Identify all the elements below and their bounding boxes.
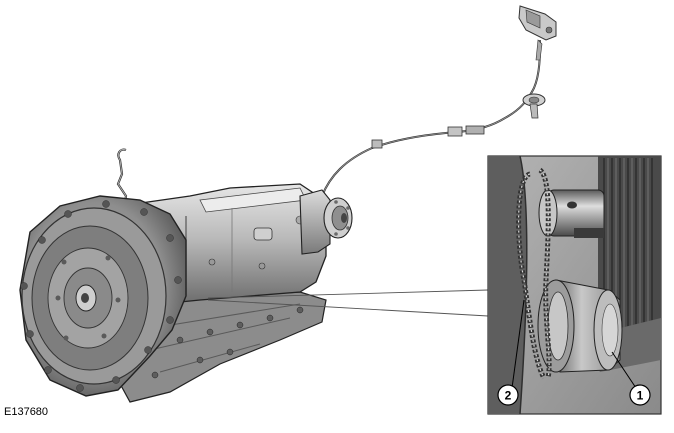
input-shaft	[538, 189, 605, 238]
dipstick-tube	[116, 148, 128, 211]
figure-id-label: E137680	[4, 406, 49, 418]
detail-inset: 1 2	[487, 155, 662, 415]
extension-housing	[299, 189, 331, 255]
detail-leader-lines	[207, 289, 489, 317]
cable-clip	[447, 126, 463, 137]
selector-cable	[321, 5, 557, 197]
callout-2: 2	[497, 384, 519, 406]
pump-drive-chain	[516, 167, 552, 380]
transmission-assembly	[19, 183, 353, 403]
bell-housing-bolts	[20, 200, 182, 392]
cable-clip	[371, 139, 383, 149]
selector-lever-housing	[518, 5, 557, 61]
oil-pump	[537, 279, 623, 373]
callout-2-label: 2	[505, 389, 512, 403]
callout-1-label: 1	[637, 389, 644, 403]
callout-1: 1	[629, 384, 651, 406]
cable-adjuster	[465, 125, 485, 135]
